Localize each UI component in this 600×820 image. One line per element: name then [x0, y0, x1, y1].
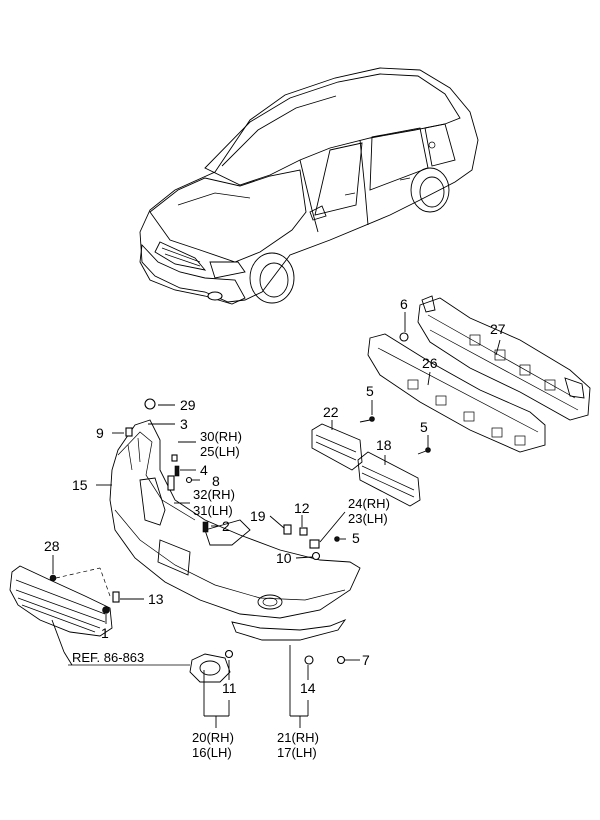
fog-lamp	[189, 653, 231, 683]
label-part-32-rh: 32(RH)	[193, 487, 235, 502]
label-part-21-rh: 21(RH)	[277, 730, 319, 745]
label-part-6: 6	[400, 296, 408, 312]
label-part-4: 4	[200, 462, 208, 478]
label-part-23-lh: 23(LH)	[348, 511, 388, 526]
label-part-10: 10	[276, 550, 292, 566]
leader-lines	[51, 312, 501, 728]
label-part-5-a: 5	[366, 383, 374, 399]
label-part-11: 11	[222, 680, 237, 696]
label-part-20-rh: 20(RH)	[192, 730, 234, 745]
label-part-29: 29	[180, 397, 196, 413]
label-part-18: 18	[376, 437, 392, 453]
label-part-17-lh: 17(LH)	[277, 745, 317, 760]
label-part-30-rh: 30(RH)	[200, 429, 242, 444]
label-part-19: 19	[250, 508, 266, 524]
label-part-22: 22	[323, 404, 339, 420]
label-part-3: 3	[180, 416, 188, 432]
label-part-26: 26	[422, 355, 438, 371]
label-part-16-lh: 16(LH)	[192, 745, 232, 760]
label-part-12: 12	[294, 500, 310, 516]
label-part-27: 27	[490, 321, 506, 337]
label-ref-86-863: REF. 86-863	[72, 650, 145, 665]
label-part-15: 15	[72, 477, 88, 493]
lower-lip	[231, 619, 347, 641]
label-part-5-b: 5	[420, 419, 428, 435]
fasteners	[49, 332, 431, 665]
label-part-8: 8	[212, 473, 220, 489]
label-part-5-c: 5	[352, 530, 360, 546]
label-part-2: 2	[222, 518, 230, 534]
label-part-14: 14	[300, 680, 316, 696]
bumper-beam	[367, 295, 591, 453]
label-part-7: 7	[362, 652, 370, 668]
car-illustration	[139, 67, 479, 305]
front-bumper-cover	[109, 419, 361, 619]
label-part-25-lh: 25(LH)	[200, 444, 240, 459]
radiator-grille	[9, 565, 113, 637]
label-part-1: 1	[101, 625, 109, 641]
label-part-13: 13	[148, 591, 164, 607]
lower-grilles	[311, 423, 421, 507]
label-part-31-lh: 31(LH)	[193, 503, 233, 518]
label-part-9: 9	[96, 425, 104, 441]
label-part-24-rh: 24(RH)	[348, 496, 390, 511]
label-part-28: 28	[44, 538, 60, 554]
